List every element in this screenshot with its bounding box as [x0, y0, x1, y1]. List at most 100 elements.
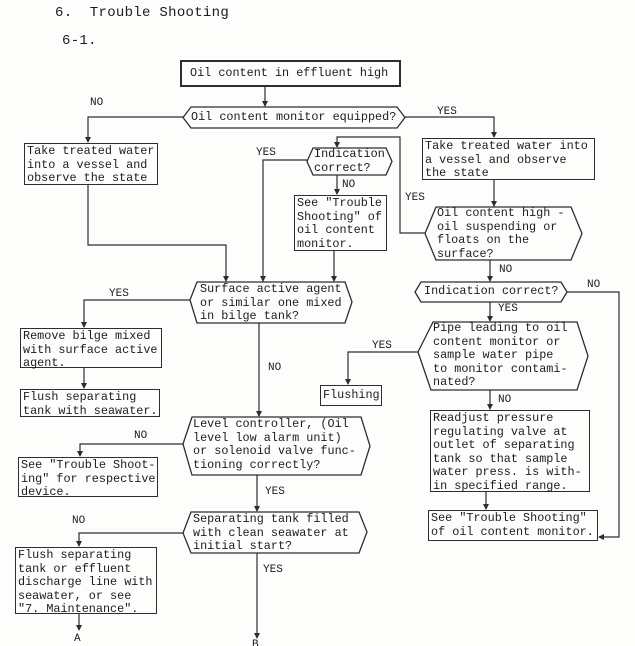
subsection-number: 6-1.	[62, 33, 97, 49]
node-text-line: into a vessel and	[27, 157, 148, 172]
connector-arrow	[85, 116, 183, 143]
connector-arrow	[567, 291, 620, 540]
node-text-line: in specified range.	[433, 478, 568, 493]
connector-arrow	[405, 116, 497, 138]
process-box-start: Oil content in effluent high	[180, 60, 401, 87]
process-box-see-trouble-shooting-monitor-2: See "Trouble Shooting"of oil content mon…	[428, 510, 598, 541]
node-text-line: See "Trouble	[297, 196, 382, 210]
off-page-connector-a: A	[74, 633, 81, 645]
node-text-line: regulating valve at	[433, 424, 568, 439]
connector-arrow	[81, 299, 190, 328]
node-text-line: Flushing	[323, 388, 380, 402]
node-text-line: See "Trouble Shooting"	[431, 511, 587, 525]
node-text-line: tioning correctly?	[193, 457, 321, 472]
node-text-line: tank or effluent	[18, 561, 132, 576]
branch-label: NO	[90, 97, 104, 109]
node-text-line: Flush separating	[18, 548, 132, 562]
node-text-line: or solenoid valve func-	[193, 444, 356, 458]
node-text-line: oil suspending or	[437, 219, 558, 234]
connector-arrow	[345, 351, 418, 385]
branch-label: NO	[72, 515, 86, 527]
node-text-line: outlet of separating	[433, 438, 575, 452]
decision-shape-tank-filled	[182, 511, 368, 554]
connector-arrow	[76, 532, 183, 547]
branch-label: YES	[265, 486, 285, 498]
node-text-line: level low alarm unit)	[193, 430, 342, 445]
node-text-line: monitor.	[297, 236, 354, 251]
connector-arrow	[334, 136, 425, 234]
node-text-line: Flush separating	[23, 390, 137, 404]
node-text-line: discharge line with	[18, 575, 153, 589]
branch-label: NO	[587, 279, 601, 291]
node-text-line: tank so that sample	[433, 451, 568, 466]
node-text-line: content monitor or	[433, 334, 561, 349]
node-text-line: surface?	[437, 246, 494, 261]
node-text-line: the state	[425, 166, 489, 180]
node-text-line: Indication correct?	[424, 284, 559, 298]
connector-arrow	[77, 443, 183, 457]
branch-label: YES	[437, 106, 457, 118]
node-text-line: seawater, or see	[18, 588, 132, 603]
branch-label: YES	[263, 564, 283, 576]
node-text-line: ing" for respective	[21, 471, 156, 486]
node-text-line: Take treated water	[27, 144, 155, 158]
branch-label: YES	[405, 192, 425, 204]
process-box-flushing: Flushing	[320, 385, 382, 406]
node-text-line: floats on the	[437, 233, 530, 247]
node-text-line: tank with seawater.	[23, 403, 158, 418]
node-text-line: Readjust pressure	[433, 411, 554, 425]
branch-label: YES	[256, 147, 276, 159]
branch-label: NO	[498, 394, 512, 406]
connector-arrow	[87, 185, 229, 282]
node-text-line: observe the state	[27, 171, 148, 185]
node-text-line: Indication	[314, 147, 385, 161]
decision-shape-oil-floats	[424, 206, 583, 261]
node-text-line: device.	[21, 485, 71, 499]
node-text-line: a vessel and observe	[425, 152, 567, 167]
node-text-line: Oil content monitor equipped?	[191, 110, 397, 124]
node-text-line: initial start?	[193, 539, 293, 553]
branch-label: YES	[498, 303, 518, 315]
branch-label: YES	[372, 340, 392, 352]
branch-label: NO	[268, 362, 282, 374]
node-text-line: to monitor contami-	[433, 361, 568, 376]
branch-label: NO	[499, 264, 513, 276]
node-text-line: with clean seawater at	[193, 525, 349, 540]
decision-shape-level-controller	[182, 416, 371, 476]
decision-shape-pipe-contaminated	[417, 321, 589, 391]
node-text-line: Pipe leading to oil	[433, 321, 568, 335]
node-text-line: sample water pipe	[433, 348, 554, 362]
node-text-line: Oil content in effluent high	[190, 66, 389, 80]
node-text-line: water press. is with-	[433, 465, 582, 479]
node-text-line: correct?	[314, 160, 371, 175]
off-page-connector-b: B	[252, 639, 259, 646]
node-text-line: Remove bilge mixed	[23, 329, 151, 343]
decision-shape-indication-correct-1	[306, 147, 393, 176]
node-text-line: of oil content monitor.	[431, 524, 594, 539]
connector-arrow	[260, 159, 307, 282]
branch-label: NO	[342, 179, 356, 191]
node-text-line: with surface active	[23, 342, 158, 357]
branch-label: NO	[134, 430, 148, 442]
node-text-line: Take treated water into	[425, 139, 588, 153]
node-text-line: See "Trouble Shoot-	[21, 458, 156, 472]
node-text-line: or similar one mixed	[200, 295, 342, 310]
node-text-line: Surface active agent	[200, 282, 342, 296]
section-title: 6. Trouble Shooting	[55, 5, 230, 21]
node-text-line: in bilge tank?	[200, 309, 300, 323]
node-text-line: oil content	[297, 223, 375, 237]
node-text-line: Separating tank filled	[193, 512, 349, 526]
